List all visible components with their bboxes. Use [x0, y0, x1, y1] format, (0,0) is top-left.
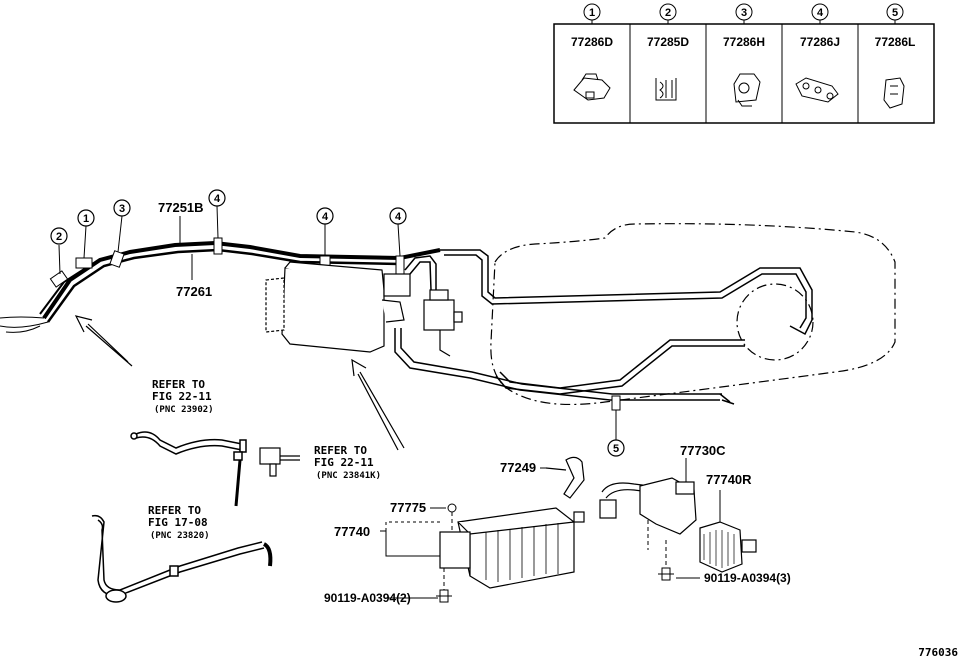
clip-77286D-icon: [573, 73, 611, 101]
vent-valve: [423, 289, 463, 357]
arrow-to-front-connector-icon: [74, 315, 133, 367]
arrow-to-canister-icon: [351, 358, 405, 451]
refer-label-3: REFER TO FIG 17-08 (PNC 23820): [148, 504, 210, 541]
part-label-77740: 77740: [334, 524, 370, 539]
bolt-right-icon: [658, 567, 674, 581]
fuel-tank-outline: [490, 223, 896, 406]
legend-marker-2: 2: [665, 7, 671, 19]
legend-part-4: 77286J: [800, 35, 840, 49]
clip-sketches: [573, 73, 905, 109]
upper-canister: [265, 261, 411, 353]
callout-marker-4a: 4: [214, 193, 221, 205]
legend-part-3: 77286H: [723, 35, 765, 49]
part-label-bolt-left: 90119-A0394(2): [324, 591, 411, 605]
valve-assembly-77730C: [599, 477, 697, 535]
refer-1-line-3: (PNC 23902): [154, 405, 214, 415]
bolt-left-icon: [436, 589, 452, 603]
refer-3-line-3: (PNC 23820): [150, 531, 210, 541]
part-label-77740R: 77740R: [706, 472, 752, 487]
legend-part-5: 77286L: [875, 35, 916, 49]
figure-id: 776036: [918, 646, 958, 659]
legend-marker-4: 4: [817, 7, 824, 19]
clip-4-on-tube-c: [395, 255, 405, 277]
callout-marker-2: 2: [56, 231, 62, 243]
valve-77740R: [699, 521, 757, 573]
legend-part-2: 77285D: [647, 35, 689, 49]
refer-2-line-2: FIG 22-11: [314, 456, 374, 469]
legend-marker-5: 5: [892, 7, 898, 19]
clip-77775: [447, 503, 457, 513]
part-label-77730C: 77730C: [680, 443, 726, 458]
charcoal-canister-77740: [439, 507, 585, 589]
part-label-77251B: 77251B: [158, 200, 204, 215]
fuel-tubes: [0, 240, 813, 405]
part-label-77261: 77261: [176, 284, 212, 299]
callout-marker-4c: 4: [395, 211, 402, 223]
part-label-bolt-right: 90119-A0394(3): [704, 571, 791, 585]
clip-3-on-tube: [109, 250, 125, 268]
hose-77249: [545, 456, 585, 499]
legend-marker-3: 3: [741, 7, 747, 19]
ref-pipe-23902: [130, 431, 247, 507]
legend-part-1: 77286D: [571, 35, 613, 49]
clip-77286H-icon: [733, 73, 761, 107]
callout-circles: [50, 189, 625, 457]
refer-label-2: REFER TO FIG 22-11 (PNC 23841K): [314, 444, 381, 481]
ref-hose-23820: [91, 514, 273, 603]
part-label-77249: 77249: [500, 460, 536, 475]
parts-legend-table: [553, 3, 935, 124]
refer-2-line-3: (PNC 23841K): [316, 471, 381, 481]
ref-valve-23841K: [259, 447, 300, 477]
callout-marker-3: 3: [119, 203, 125, 215]
refer-label-1: REFER TO FIG 22-11 (PNC 23902): [152, 378, 214, 415]
clip-77285D-icon: [655, 78, 677, 101]
clip-4-on-tube-a: [213, 237, 223, 255]
clip-2-on-tube: [49, 270, 69, 288]
clip-5-on-tube: [611, 395, 621, 411]
direction-arrows: [74, 315, 405, 451]
callout-marker-4b: 4: [322, 211, 329, 223]
clip-77286L-icon: [883, 77, 905, 109]
refer-3-line-2: FIG 17-08: [148, 516, 208, 529]
part-label-77775: 77775: [390, 500, 426, 515]
refer-1-line-1: REFER TO: [152, 378, 205, 391]
callout-marker-5: 5: [613, 443, 619, 455]
refer-2-line-1: REFER TO: [314, 444, 367, 457]
clip-77286J-icon: [795, 77, 839, 103]
clip-1-on-tube: [75, 257, 93, 269]
legend-marker-1: 1: [589, 7, 595, 19]
refer-3-line-1: REFER TO: [148, 504, 201, 517]
leader-lines: [58, 205, 721, 599]
callout-marker-1: 1: [83, 213, 89, 225]
refer-1-line-2: FIG 22-11: [152, 390, 212, 403]
